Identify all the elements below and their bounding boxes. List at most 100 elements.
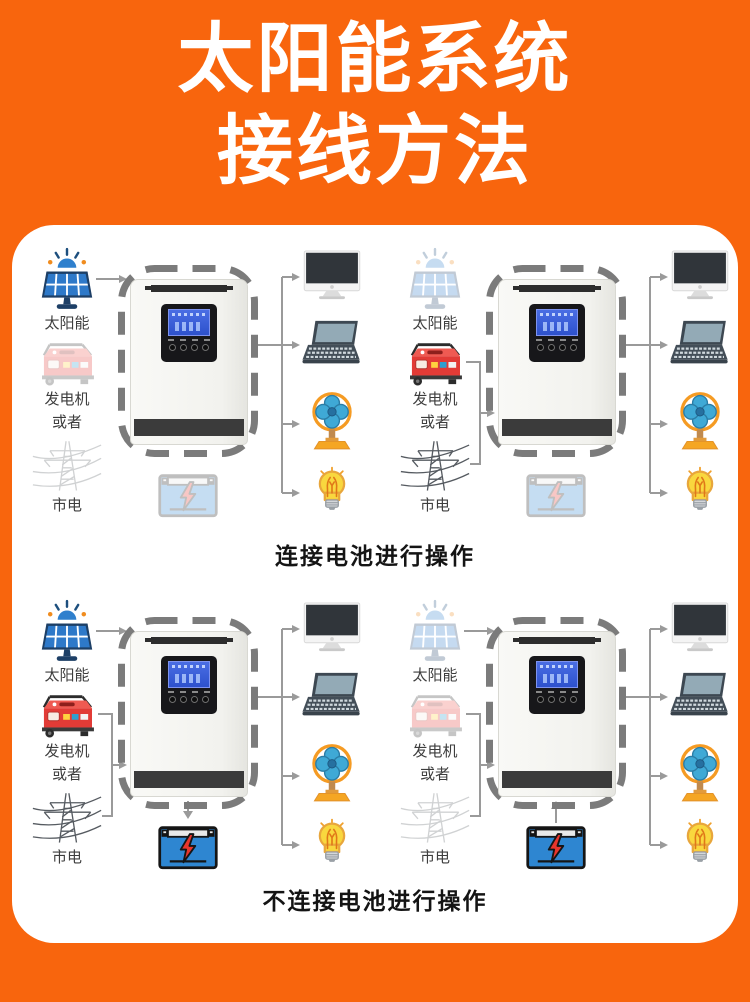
fan-icon [307, 391, 357, 453]
solar-panel-icon [39, 599, 95, 663]
button-labels [167, 339, 211, 341]
title-line-1: 太阳能系统 [177, 17, 573, 102]
solar-panel-icon [39, 247, 95, 311]
bulb-icon [314, 817, 350, 869]
or-label: 或者 [419, 766, 450, 783]
source-solar: 太阳能 [32, 599, 102, 686]
connector-lines [466, 273, 668, 497]
control-panel [161, 304, 217, 362]
lcd-screen-icon [536, 309, 578, 336]
power-grid-icon [399, 787, 471, 845]
grid-label: 市电 [419, 849, 450, 866]
monitor-icon [671, 602, 729, 652]
or-label: 或者 [419, 414, 450, 431]
button-labels [167, 691, 211, 693]
mount-rail-icon [144, 637, 233, 644]
fan-icon [675, 743, 725, 805]
content-panel: 太阳能 发电机 或者 市电 [12, 225, 738, 943]
bulb-icon [682, 817, 718, 869]
connector-lines [464, 625, 668, 849]
solar-panel-icon [407, 599, 463, 663]
mount-rail-icon [512, 285, 601, 292]
inverter-unit [118, 617, 258, 809]
source-generator: 发电机 或者 [32, 689, 102, 785]
bulb-icon [682, 465, 718, 517]
dashed-frame [486, 617, 626, 809]
power-grid-icon [31, 435, 103, 493]
grid-label: 市电 [419, 497, 450, 514]
generator-icon [404, 337, 466, 387]
battery-icon [525, 819, 587, 871]
inverter-body [130, 279, 248, 445]
panel-buttons [161, 344, 217, 351]
source-generator: 发电机 或者 [400, 689, 470, 785]
generator-label: 发电机 [412, 391, 458, 408]
or-label: 或者 [51, 766, 82, 783]
bottom-vent [502, 771, 612, 788]
monitor-icon [303, 602, 361, 652]
inverter-body [498, 279, 616, 445]
inverter-body [498, 631, 616, 797]
panel-buttons [161, 696, 217, 703]
solar-panel-icon [407, 247, 463, 311]
dashed-frame [118, 265, 258, 457]
bottom-vent [134, 419, 244, 436]
source-solar: 太阳能 [400, 599, 470, 686]
inverter-unit [486, 617, 626, 809]
grid-label: 市电 [51, 849, 82, 866]
solar-label: 太阳能 [44, 667, 90, 684]
source-grid: 市电 [28, 435, 106, 516]
mount-rail-icon [512, 637, 601, 644]
laptop-icon [301, 320, 363, 368]
caption-bottom: 不连接电池进行操作 [262, 888, 488, 914]
fan-icon [675, 391, 725, 453]
control-panel [161, 656, 217, 714]
lcd-screen-icon [168, 309, 210, 336]
generator-icon [36, 689, 98, 739]
diagram-bottom-left: 太阳能 发电机 或者 市电 [16, 597, 366, 887]
laptop-icon [301, 672, 363, 720]
button-labels [535, 691, 579, 693]
power-grid-icon [399, 435, 471, 493]
monitor-icon [303, 250, 361, 300]
lcd-screen-icon [536, 661, 578, 688]
solar-label: 太阳能 [412, 315, 458, 332]
control-panel [529, 656, 585, 714]
power-grid-icon [31, 787, 103, 845]
monitor-icon [671, 250, 729, 300]
panel-buttons [529, 696, 585, 703]
generator-label: 发电机 [44, 743, 90, 760]
inverter-body [130, 631, 248, 797]
caption-top: 连接电池进行操作 [275, 543, 475, 569]
bottom-vent [134, 771, 244, 788]
fan-icon [307, 743, 357, 805]
or-label: 或者 [51, 414, 82, 431]
dashed-frame [118, 617, 258, 809]
generator-label: 发电机 [44, 391, 90, 408]
bulb-icon [314, 465, 350, 517]
generator-icon [404, 689, 466, 739]
source-solar: 太阳能 [32, 247, 102, 334]
bottom-vent [502, 419, 612, 436]
laptop-icon [669, 320, 731, 368]
grid-label: 市电 [51, 497, 82, 514]
control-panel [529, 304, 585, 362]
connector-lines [96, 273, 300, 497]
mount-rail-icon [144, 285, 233, 292]
battery-icon [157, 819, 219, 871]
lcd-screen-icon [168, 661, 210, 688]
source-grid: 市电 [28, 787, 106, 868]
source-grid: 市电 [396, 787, 474, 868]
battery-icon [157, 467, 219, 519]
generator-label: 发电机 [412, 743, 458, 760]
title-line-2: 接线方法 [217, 109, 533, 194]
inverter-unit [486, 265, 626, 457]
source-generator: 发电机 或者 [32, 337, 102, 433]
diagram-top-left: 太阳能 发电机 或者 市电 [16, 245, 366, 535]
laptop-icon [669, 672, 731, 720]
solar-label: 太阳能 [44, 315, 90, 332]
diagram-top-right: 太阳能 发电机 或者 市电 [384, 245, 734, 535]
inverter-unit [118, 265, 258, 457]
button-labels [535, 339, 579, 341]
